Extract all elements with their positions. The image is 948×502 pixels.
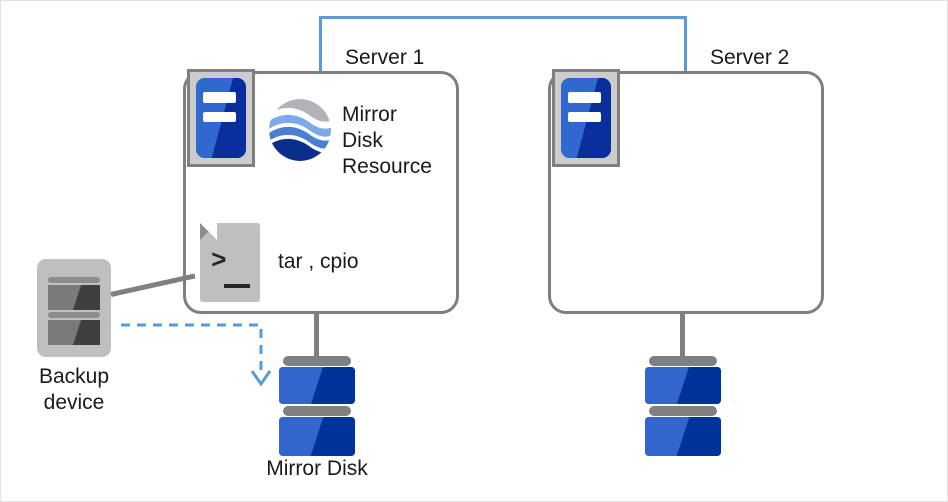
server-chassis-bar-bottom	[203, 111, 236, 122]
mirror-disk-cap-middle	[283, 406, 351, 416]
server-chassis-body	[561, 78, 611, 158]
script-fold-cut	[200, 223, 217, 240]
backup-device-icon	[37, 259, 111, 357]
mirror-disk-resource-icon	[269, 99, 331, 161]
interconnect-right-drop	[684, 16, 687, 73]
script-icon: >	[200, 223, 260, 302]
mirror-disk-resource-label: Mirror Disk Resource	[342, 103, 432, 178]
server-chassis-bar-top	[568, 92, 601, 103]
server-chassis-icon	[187, 69, 255, 167]
mirror-disk-stack	[279, 356, 355, 461]
script-tool-label: tar , cpio	[278, 250, 359, 273]
interconnect-left-drop	[319, 16, 322, 73]
server2-disk-cap-middle	[649, 406, 717, 416]
server-chassis-bar-top	[203, 92, 236, 103]
mirror-disk-platter-top	[279, 367, 355, 404]
server-1-title: Server 1	[345, 46, 425, 69]
server-chassis-body	[196, 78, 246, 158]
backup-device-block-bottom	[48, 320, 100, 345]
interconnect-top-segment	[319, 16, 687, 19]
server2-disk-cap-top	[649, 356, 717, 366]
backup-device-block-top	[48, 285, 100, 310]
server-2-title: Server 2	[710, 46, 790, 69]
mirror-disk-cap-top	[283, 356, 351, 366]
server2-disk-platter-bottom	[645, 417, 721, 456]
server1-disk-link-line	[314, 314, 319, 361]
server2-disk-platter-top	[645, 367, 721, 404]
script-chevron-glyph: >	[211, 246, 227, 276]
server-chassis-icon	[552, 69, 620, 167]
backup-device-label: Backup device	[38, 365, 110, 414]
server2-disk-link-line	[680, 314, 685, 361]
backup-data-flow-arrow	[121, 323, 272, 387]
mirror-disk-label: Mirror Disk	[266, 457, 368, 480]
backup-device-separator-bottom	[48, 312, 100, 318]
mirror-disk-platter-bottom	[279, 417, 355, 456]
backup-device-separator-top	[48, 277, 100, 283]
server-chassis-bar-bottom	[568, 111, 601, 122]
server2-disk-stack	[645, 356, 721, 461]
script-underscore-glyph	[224, 284, 250, 288]
